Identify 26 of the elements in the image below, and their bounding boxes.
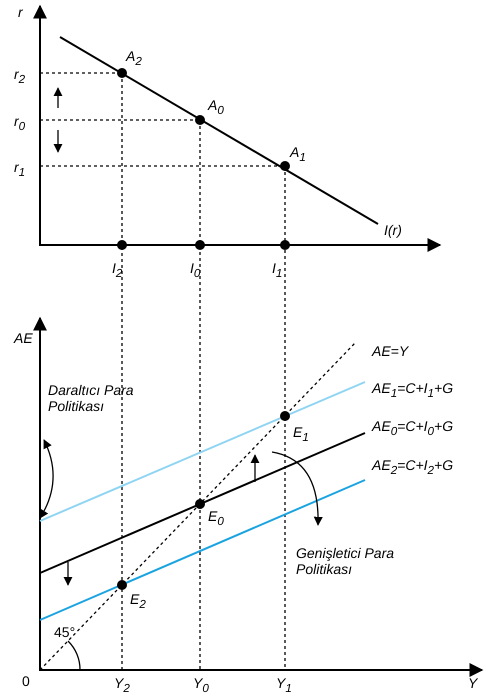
tick-label: I$_{1}$ bbox=[272, 260, 282, 282]
axis-label: r bbox=[18, 4, 23, 20]
curve-label: AE$_{2}$=C+I$_{2}$+G bbox=[372, 457, 454, 479]
point-label: E$_{1}$ bbox=[293, 424, 309, 446]
curve-label: AE$_{1}$=C+I$_{1}$+G bbox=[372, 380, 454, 402]
tick-label: r$_{0}$ bbox=[14, 113, 26, 135]
annotation-text: Genişletici Para Politikası bbox=[296, 545, 396, 577]
point-label: A$_{1}$ bbox=[290, 144, 306, 166]
tick-label: r$_{1}$ bbox=[14, 159, 26, 181]
point-label: E$_{2}$ bbox=[130, 591, 146, 613]
axis-label: AE bbox=[14, 330, 33, 346]
tick-label: Y$_{1}$ bbox=[276, 675, 292, 693]
point-label: A$_{0}$ bbox=[208, 97, 224, 119]
curve-label: I(r) bbox=[384, 222, 402, 238]
point-label: E$_{0}$ bbox=[208, 508, 224, 530]
angle-label: 45° bbox=[54, 624, 76, 640]
axis-label: Y bbox=[468, 675, 478, 691]
tick-label: r$_{2}$ bbox=[14, 66, 26, 88]
point-label: A$_{2}$ bbox=[126, 48, 142, 70]
curve-label: AE$_{0}$=C+I$_{0}$+G bbox=[372, 418, 454, 440]
tick-label: Y$_{0}$ bbox=[193, 675, 209, 693]
tick-label: I$_{2}$ bbox=[112, 260, 122, 282]
curve-label: AE=Y bbox=[372, 343, 408, 359]
annotation-text: Daraltıcı Para Politikası bbox=[48, 382, 135, 414]
origin-label: 0 bbox=[22, 673, 30, 689]
tick-label: Y$_{2}$ bbox=[114, 675, 130, 693]
